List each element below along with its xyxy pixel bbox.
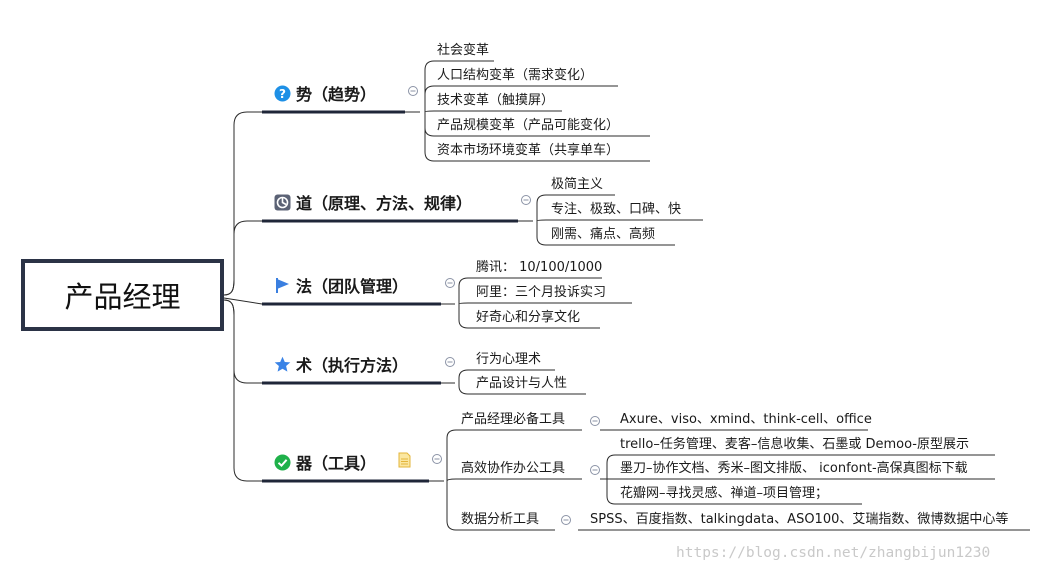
- flag-icon: [276, 277, 289, 293]
- notes-icon[interactable]: [398, 452, 411, 468]
- check-icon: [274, 454, 291, 470]
- branch-trend[interactable]: ? 势（趋势）: [274, 81, 376, 105]
- branch-title: 势（趋势）: [296, 85, 377, 104]
- leaf-item[interactable]: 好奇心和分享文化: [476, 310, 581, 325]
- leaf-item[interactable]: 行为心理术: [476, 352, 542, 367]
- tool-item[interactable]: SPSS、百度指数、talkingdata、ASO100、艾瑞指数、微博数据中心…: [590, 512, 1009, 527]
- branch-title: 器（工具）: [296, 454, 377, 473]
- leaf-item[interactable]: 腾讯： 10/100/1000: [476, 260, 603, 275]
- leaf-item[interactable]: 资本市场环境变革（共享单车）: [437, 143, 620, 158]
- tool-group-title[interactable]: 数据分析工具: [461, 512, 540, 527]
- branch-team-management[interactable]: 法（团队管理）: [274, 273, 408, 297]
- leaf-item[interactable]: 社会变革: [437, 43, 490, 58]
- leaf-item[interactable]: 技术变革（触摸屏）: [437, 93, 555, 108]
- tool-item[interactable]: 花瓣网–寻找灵感、禅道–项目管理；: [620, 486, 829, 501]
- leaf-item[interactable]: 阿里：三个月投诉实习: [476, 285, 607, 300]
- branch-title: 法（团队管理）: [296, 277, 409, 296]
- tool-group-title[interactable]: 产品经理必备工具: [461, 412, 566, 427]
- branch-tools[interactable]: 器（工具）: [274, 450, 376, 474]
- leaf-item[interactable]: 产品规模变革（产品可能变化）: [437, 118, 620, 133]
- leaf-item[interactable]: 专注、极致、口碑、快: [551, 202, 682, 217]
- question-icon: ?: [274, 85, 291, 101]
- tool-item[interactable]: Axure、viso、xmind、think-cell、office: [620, 412, 872, 427]
- tool-item[interactable]: trello–任务管理、麦客–信息收集、石墨或 Demoo-原型展示: [620, 437, 969, 452]
- root-node-product-manager[interactable]: 产品经理: [21, 259, 224, 331]
- branch-principles[interactable]: 道（原理、方法、规律）: [274, 190, 472, 214]
- watermark: https://blog.csdn.net/zhangbijun1230: [676, 545, 991, 561]
- star-icon: [274, 356, 291, 372]
- leaf-item[interactable]: 产品设计与人性: [476, 376, 568, 391]
- branch-title: 道（原理、方法、规律）: [296, 194, 473, 213]
- branch-execution[interactable]: 术（执行方法）: [274, 352, 408, 376]
- root-title: 产品经理: [64, 280, 181, 314]
- leaf-item[interactable]: 人口结构变革（需求变化）: [437, 68, 594, 83]
- leaf-item[interactable]: 刚需、痛点、高频: [551, 227, 656, 242]
- branch-title: 术（执行方法）: [296, 356, 409, 375]
- tool-group-title[interactable]: 高效协作办公工具: [461, 461, 566, 476]
- tao-icon: [274, 194, 291, 210]
- tool-item[interactable]: 墨刀–协作文档、秀米–图文排版、 iconfont-高保真图标下载: [620, 461, 968, 476]
- svg-text:?: ?: [279, 87, 286, 101]
- leaf-item[interactable]: 极简主义: [551, 177, 604, 192]
